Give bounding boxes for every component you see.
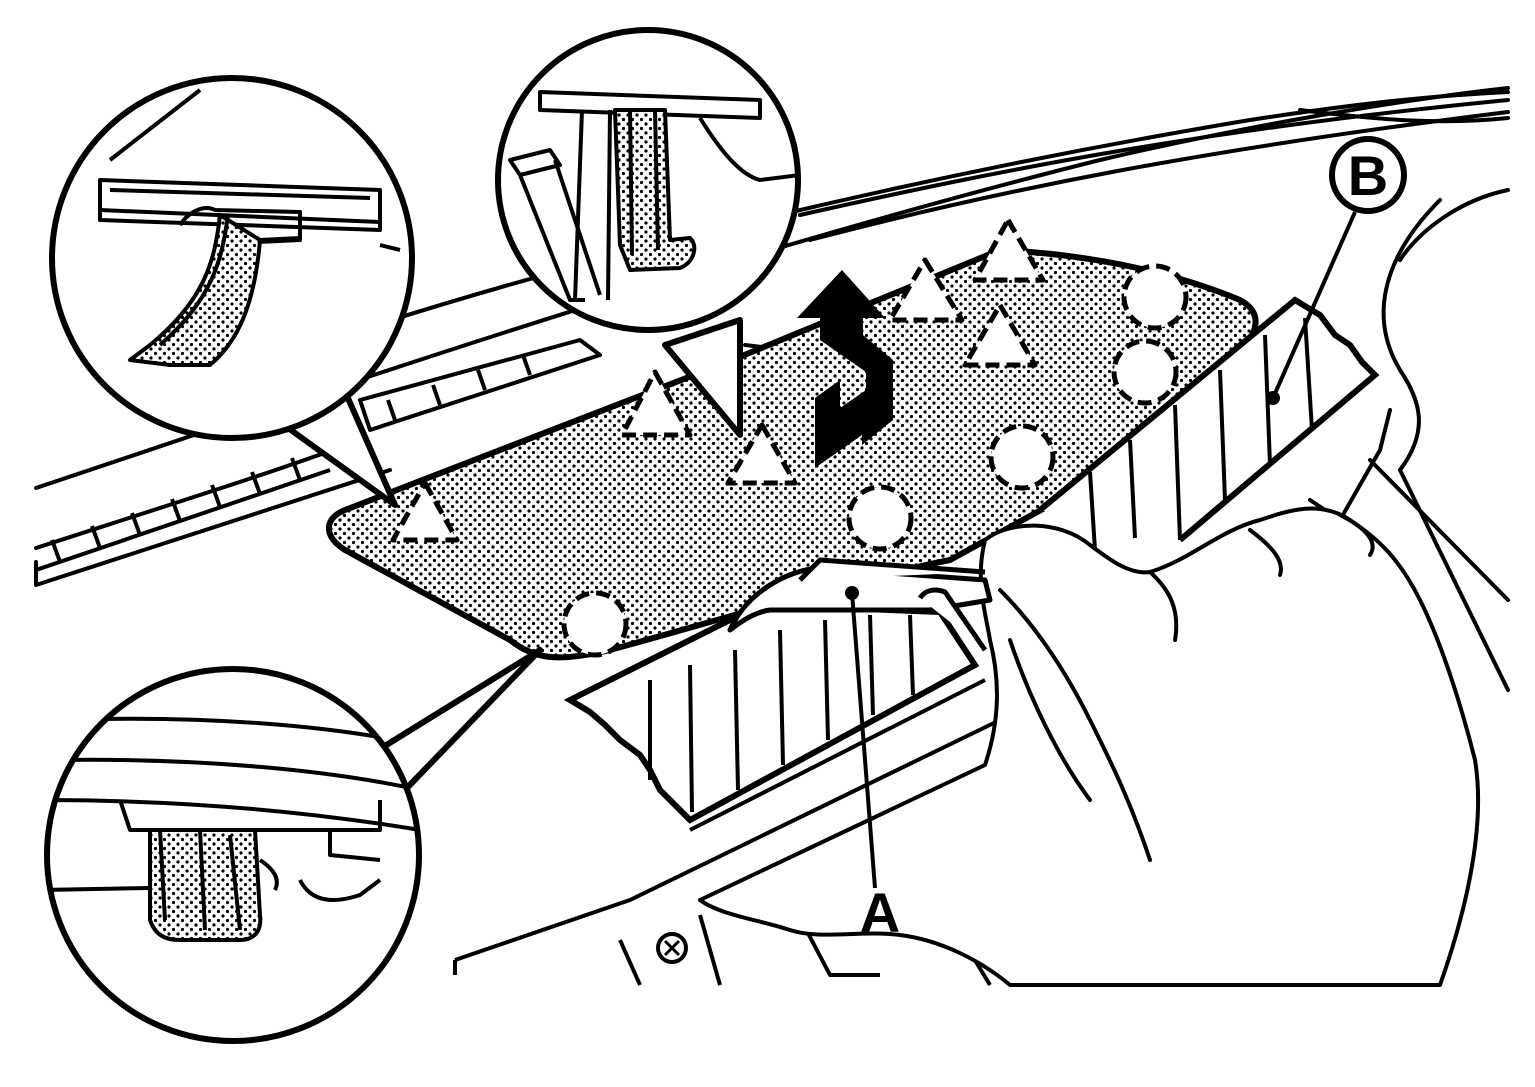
dashed-circle-icon	[846, 484, 914, 552]
clip-markers	[390, 217, 1189, 658]
dashed-triangle-icon	[972, 217, 1046, 283]
detail-callout-top	[495, 27, 801, 438]
callout-a: A	[845, 586, 900, 944]
dashed-triangle-icon	[390, 480, 460, 543]
dashed-circle-icon	[988, 423, 1056, 491]
dashed-triangle-icon	[725, 422, 798, 486]
dashed-circle-icon	[1111, 338, 1179, 406]
dashed-circle-icon	[1121, 263, 1189, 331]
detail-callout-left	[49, 75, 415, 508]
dashed-triangle-icon	[619, 369, 693, 438]
clip-tab-a	[727, 557, 993, 652]
dashed-circle-icon	[561, 590, 629, 658]
callout-b: B	[1266, 136, 1407, 405]
callout-b-letter: B	[1348, 144, 1388, 207]
vent-grille-left	[35, 354, 532, 572]
detail-callout-bottom	[44, 647, 543, 1044]
callout-a-letter: A	[860, 881, 900, 944]
hand	[698, 506, 1481, 987]
hand-fingers	[998, 513, 1375, 862]
zigzag-up-arrow-icon	[797, 270, 893, 468]
dashed-triangle-icon	[887, 257, 965, 323]
dashed-triangle-icon	[962, 302, 1038, 368]
